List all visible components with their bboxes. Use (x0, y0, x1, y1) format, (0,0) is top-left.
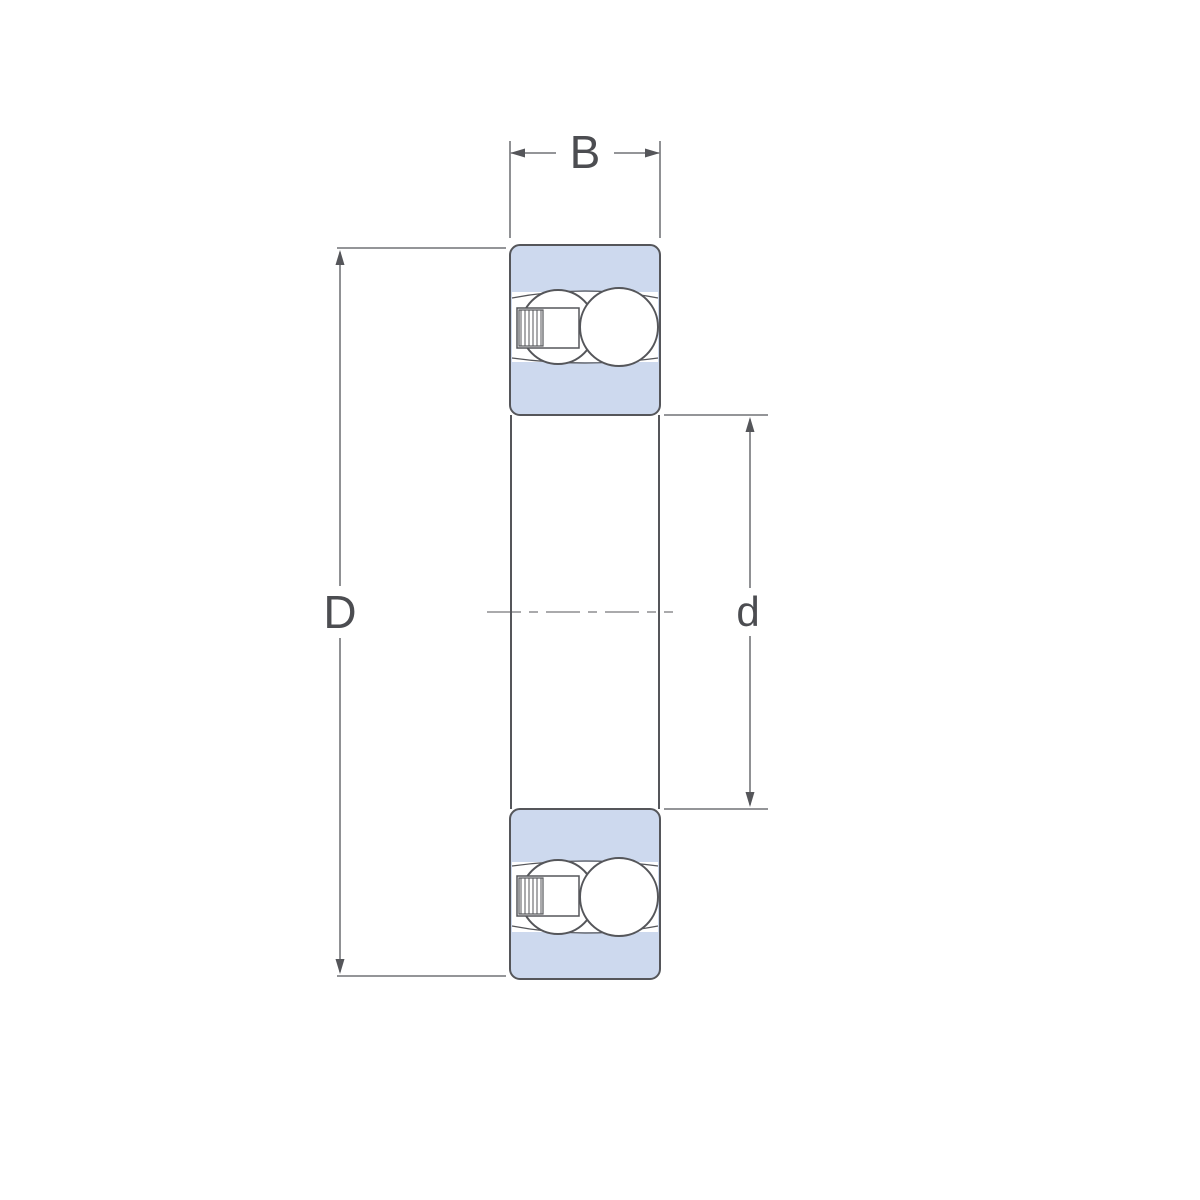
cage-section-bottom (516, 875, 580, 917)
cage-section-top (516, 307, 580, 349)
cage-hatch-bottom (520, 878, 542, 914)
cage-body-bottom (516, 875, 580, 917)
cage-hatch-top (520, 310, 542, 346)
bearing-top-half (509, 244, 661, 416)
dimension-B: B (509, 126, 661, 238)
cage-hatch-border-bottom (518, 877, 544, 915)
ball-right-bottom (579, 857, 659, 937)
cage-hatch-border-top (518, 309, 544, 347)
dimension-label-d: d (736, 588, 759, 635)
cage-body-top (516, 307, 580, 349)
dimension-label-D: D (323, 586, 356, 638)
dimension-D: D (323, 247, 506, 977)
dimension-label-B: B (570, 126, 601, 178)
bearing-bottom-half (509, 808, 661, 980)
ball-right-top (579, 287, 659, 367)
dimension-d: d (664, 414, 768, 810)
